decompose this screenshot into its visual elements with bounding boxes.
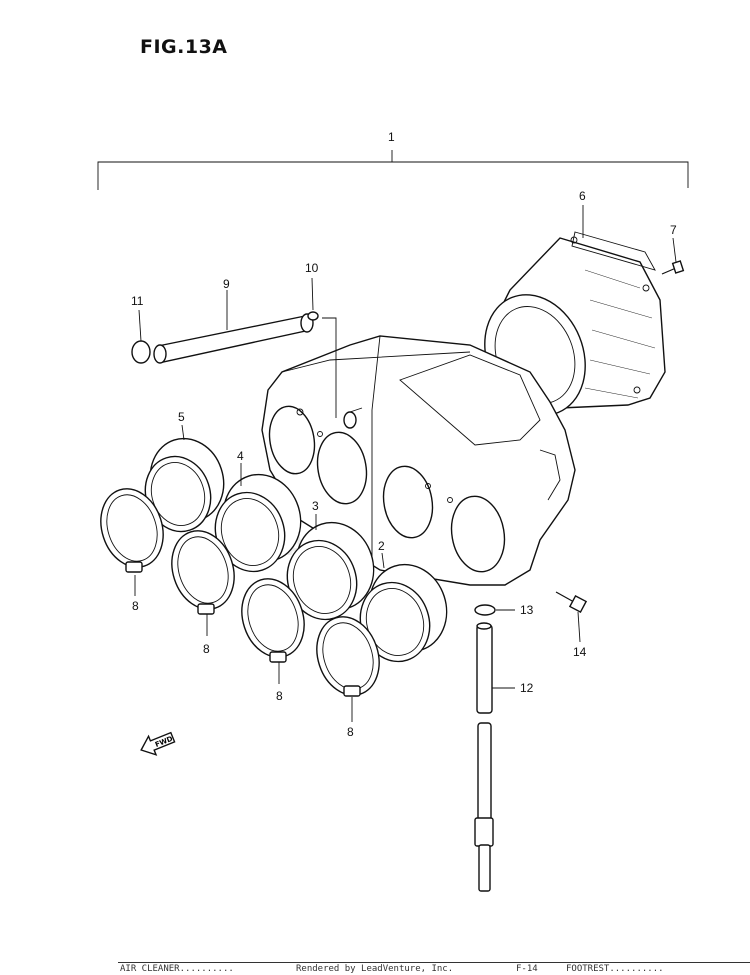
callout-4: 4 bbox=[237, 449, 244, 463]
fwd-arrow: FWD bbox=[140, 731, 176, 756]
callout-8c: 8 bbox=[276, 689, 283, 703]
callout-6: 6 bbox=[579, 189, 586, 203]
outlet-tube-5[interactable] bbox=[136, 429, 234, 540]
callout-5: 5 bbox=[178, 410, 185, 424]
page-footer: AIR CLEANER.......... Rendered by LeadVe… bbox=[118, 962, 750, 975]
callout-labels: 1 6 7 10 9 11 5 4 3 2 8 8 8 8 13 12 14 bbox=[131, 130, 677, 739]
footer-right-text: FOOTREST.......... bbox=[566, 964, 664, 974]
callout-8a: 8 bbox=[132, 599, 139, 613]
air-cleaner-box[interactable] bbox=[261, 335, 576, 586]
callout-8d: 8 bbox=[347, 725, 354, 739]
assembly-bracket bbox=[97, 150, 689, 190]
footer-page-ref: F-14 bbox=[516, 964, 538, 974]
figure-title: FIG.13A bbox=[140, 36, 228, 58]
callout-10: 10 bbox=[305, 261, 319, 275]
footer-left-text: AIR CLEANER.......... bbox=[120, 964, 234, 974]
outlet-tube-4[interactable] bbox=[205, 464, 311, 580]
callout-7: 7 bbox=[670, 223, 677, 237]
clamp-8-row3[interactable] bbox=[232, 571, 314, 666]
leader-lines bbox=[134, 205, 677, 722]
callout-3: 3 bbox=[312, 499, 319, 513]
clip-10[interactable] bbox=[307, 311, 319, 321]
outlet-tube-3[interactable] bbox=[277, 512, 384, 628]
clamp-8-row2[interactable] bbox=[162, 523, 244, 618]
drain-tube-12[interactable] bbox=[476, 622, 493, 714]
clamp-8-row1[interactable] bbox=[91, 481, 173, 576]
drain-hose-lower bbox=[474, 722, 494, 892]
breather-nipple bbox=[343, 407, 363, 429]
clip-11[interactable] bbox=[131, 340, 151, 364]
clamp-8-row4[interactable] bbox=[307, 609, 389, 704]
breather-hose-9[interactable] bbox=[153, 313, 314, 364]
clip-13[interactable] bbox=[474, 604, 496, 616]
screw-7[interactable] bbox=[661, 260, 685, 275]
callout-9: 9 bbox=[223, 277, 230, 291]
outlet-tube-2[interactable] bbox=[350, 554, 457, 670]
callout-2: 2 bbox=[378, 539, 385, 553]
filter-element-6[interactable] bbox=[467, 231, 666, 430]
footer-credit: Rendered by LeadVenture, Inc. bbox=[296, 964, 454, 974]
bolt-14[interactable] bbox=[555, 591, 588, 614]
callout-13: 13 bbox=[520, 603, 534, 617]
callout-8b: 8 bbox=[203, 642, 210, 656]
callout-11: 11 bbox=[131, 294, 144, 308]
callout-14: 14 bbox=[573, 645, 587, 659]
callout-1: 1 bbox=[388, 130, 395, 144]
callout-12: 12 bbox=[520, 681, 534, 695]
